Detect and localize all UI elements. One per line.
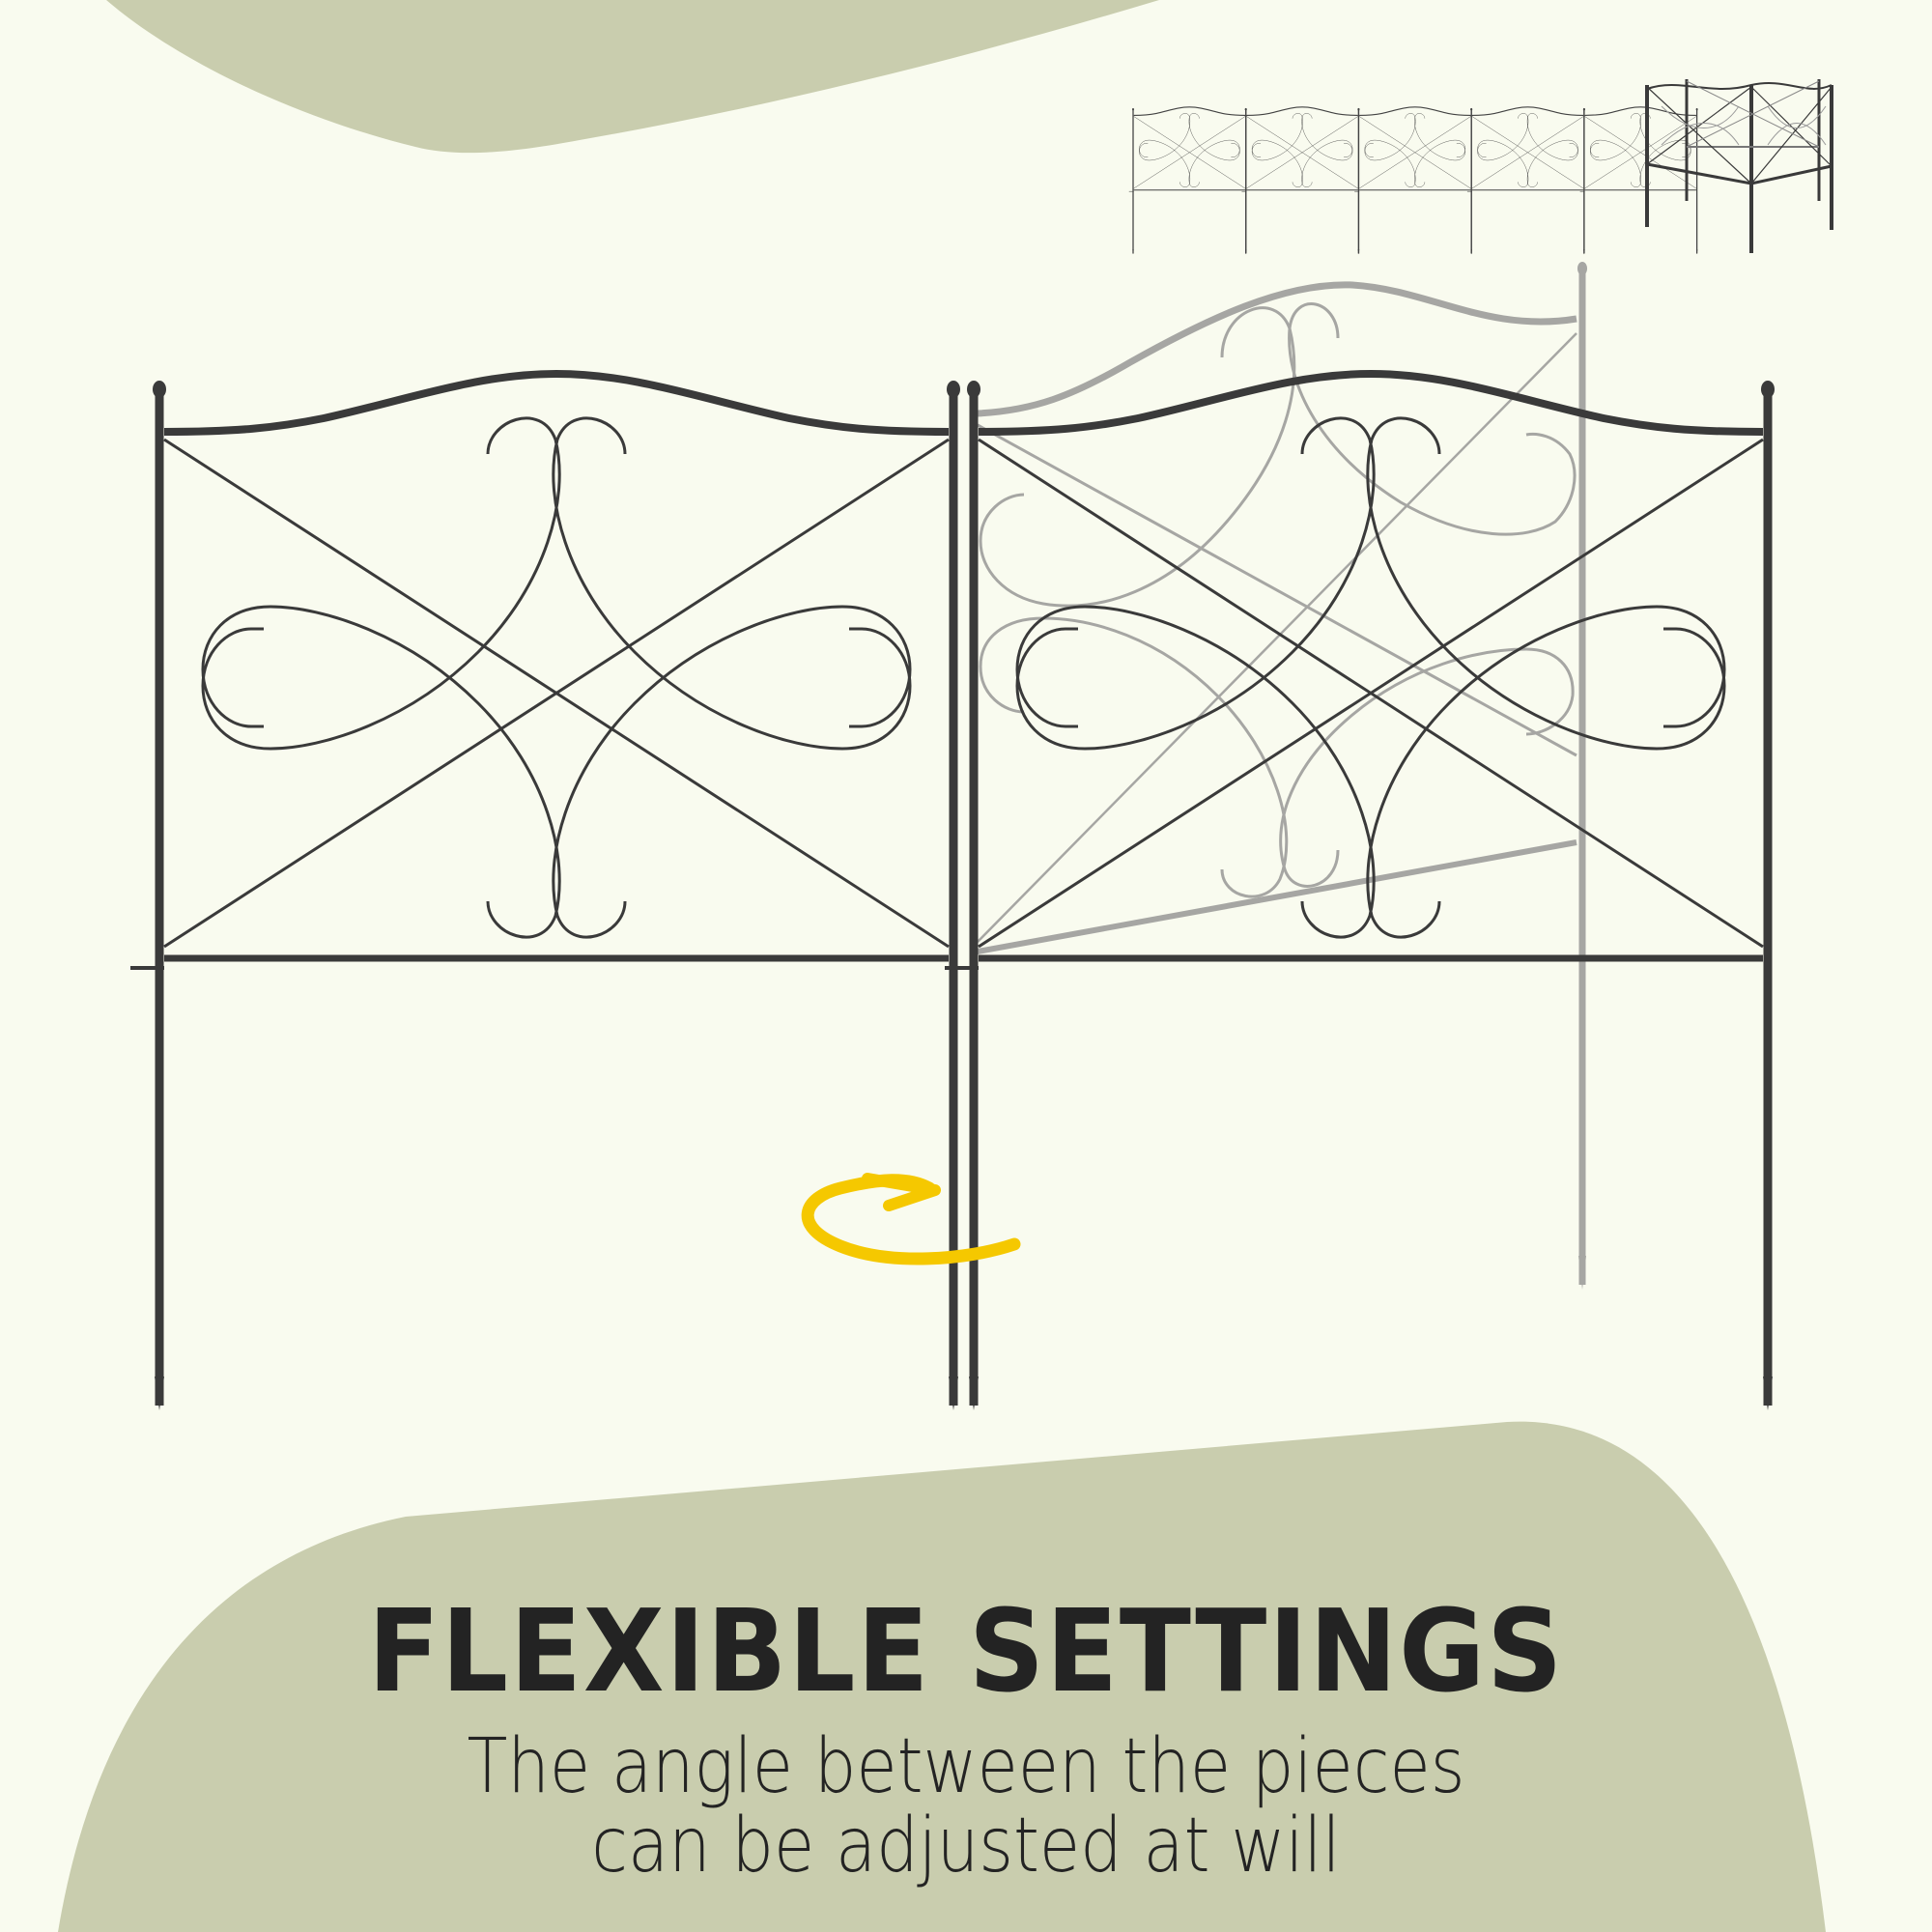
description-line-1: The angle between the pieces [467, 1723, 1465, 1810]
top-blob [106, 0, 1159, 154]
headline: FLEXIBLE SETTINGS [367, 1584, 1565, 1718]
bottom-blob [58, 1421, 1826, 1932]
hexagonal-fence-thumbnail [1645, 79, 1833, 253]
fence-panel-right [945, 374, 1775, 1410]
description-line-2: can be adjusted at will [591, 1803, 1341, 1889]
rotate-arrow-icon [801, 1173, 1021, 1265]
straight-fence-thumbnail [1128, 106, 1699, 255]
fence-panel-left [130, 374, 960, 1410]
rotated-panel-ghost [977, 262, 1587, 1290]
